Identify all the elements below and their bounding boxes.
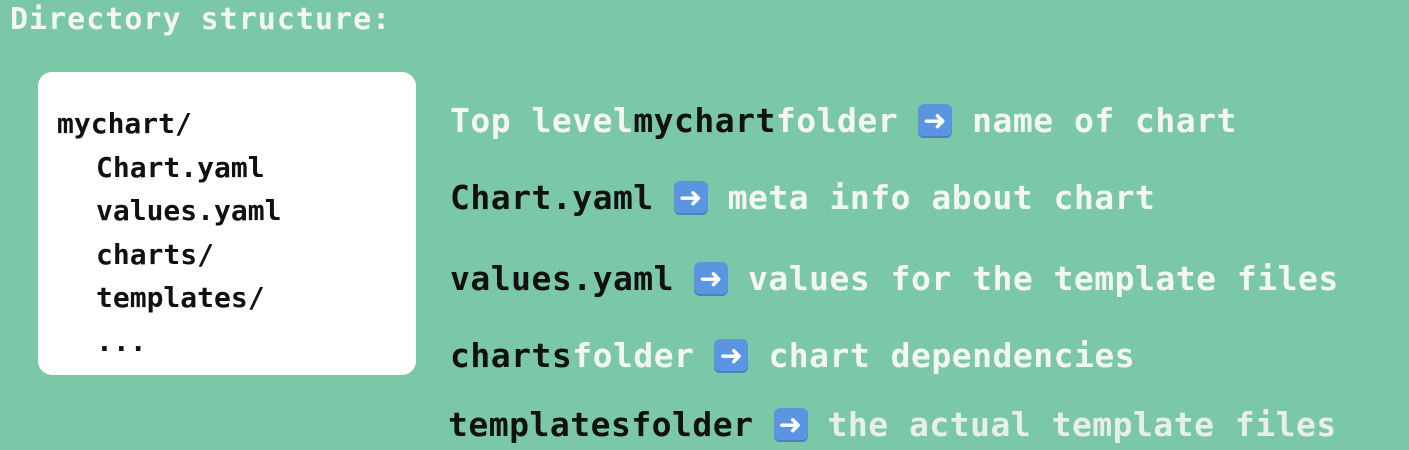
right-arrow-icon: ➜ bbox=[673, 180, 708, 215]
row-description: the actual template files bbox=[827, 405, 1337, 444]
directory-tree-box: mychart/ Chart.yaml values.yaml charts/ … bbox=[38, 72, 416, 375]
row-keyword: templates bbox=[448, 405, 632, 444]
tree-item-charts: charts/ bbox=[96, 237, 215, 271]
right-arrow-icon: ➜ bbox=[773, 407, 808, 442]
row-keyword: values.yaml bbox=[450, 259, 675, 298]
row-description: chart dependencies bbox=[768, 336, 1136, 375]
right-arrow-icon: ➜ bbox=[694, 261, 729, 296]
description-row-values-yaml: values.yaml ➜ values for the template fi… bbox=[450, 259, 1339, 298]
row-suffix: folder bbox=[631, 405, 754, 444]
description-row-charts: charts folder ➜ chart dependencies bbox=[450, 336, 1135, 375]
description-row-templates: templates folder ➜ the actual template f… bbox=[448, 405, 1337, 444]
row-description: name of chart bbox=[972, 101, 1237, 140]
row-description: meta info about chart bbox=[727, 178, 1156, 217]
tree-item-templates: templates/ bbox=[96, 281, 265, 314]
row-keyword: mychart bbox=[633, 101, 776, 140]
tree-item-chart-yaml: Chart.yaml bbox=[96, 150, 265, 184]
row-keyword: Chart.yaml bbox=[450, 178, 654, 217]
tree-item-mychart: mychart/ bbox=[57, 107, 192, 140]
row-description: values for the template files bbox=[748, 259, 1339, 298]
right-arrow-icon: ➜ bbox=[918, 103, 953, 138]
tree-item-ellipsis: ... bbox=[96, 324, 147, 358]
right-arrow-icon: ➜ bbox=[714, 338, 749, 373]
tree-item-values-yaml: values.yaml bbox=[96, 194, 282, 227]
page-title: Directory structure: bbox=[10, 2, 392, 37]
row-suffix: folder bbox=[572, 336, 695, 375]
description-row-chart-yaml: Chart.yaml ➜ meta info about chart bbox=[450, 178, 1155, 217]
description-row-mychart: Top level mychart folder ➜ name of chart bbox=[450, 101, 1237, 140]
row-prefix: Top level bbox=[450, 101, 634, 140]
row-suffix: folder bbox=[775, 101, 899, 140]
row-keyword: charts bbox=[450, 336, 573, 375]
